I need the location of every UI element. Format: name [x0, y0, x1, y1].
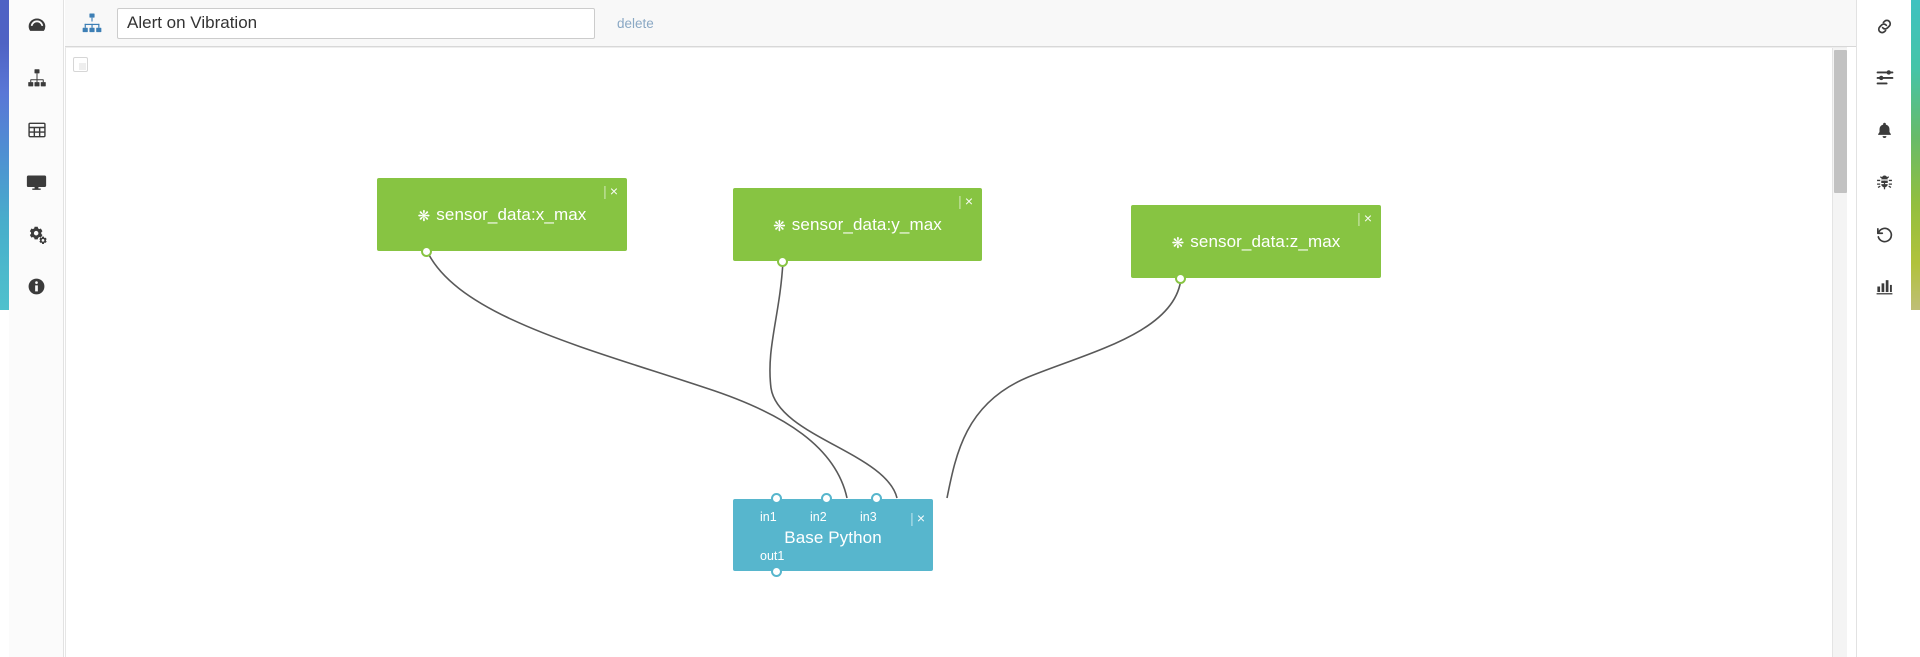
connection-links-layer [426, 250, 1182, 499]
link-x-to-in1 [426, 250, 848, 499]
output-port[interactable] [777, 256, 788, 267]
flow-title-input[interactable] [117, 7, 595, 39]
right-accent-strip [1911, 0, 1920, 310]
input-port-in1[interactable] [771, 493, 782, 504]
panel-item-connections[interactable] [1857, 0, 1912, 52]
node-title: ❋sensor_data:x_max [417, 205, 587, 225]
asterisk-icon: ❋ [1171, 235, 1185, 252]
asterisk-icon: ❋ [773, 218, 786, 235]
close-icon[interactable]: |× [910, 510, 926, 526]
output-port[interactable] [1175, 273, 1186, 284]
input-label-in2: in2 [810, 510, 827, 524]
monitor-icon [26, 172, 47, 193]
gears-icon [26, 224, 47, 245]
resize-handle[interactable] [73, 57, 88, 72]
left-accent-strip [0, 0, 9, 310]
sitemap-icon [27, 68, 47, 88]
link-z-to-in3 [946, 277, 1182, 499]
node-title: ❋sensor_data:z_max [1171, 232, 1341, 252]
flow-toolbar: delete [65, 0, 1911, 47]
flow-node-sensor-z[interactable]: |× ❋sensor_data:z_max [1131, 205, 1381, 284]
panel-item-alerts[interactable] [1857, 104, 1912, 156]
left-sidebar [9, 0, 64, 657]
flow-canvas-wrapper: |× ❋sensor_data:x_max |× ❋sensor_data:y_… [65, 47, 1911, 657]
panel-item-properties[interactable] [1857, 52, 1912, 104]
bell-icon [1875, 121, 1894, 140]
sidebar-item-flows[interactable] [9, 52, 64, 104]
canvas-scrollbar-thumb[interactable] [1834, 50, 1847, 193]
sitemap-icon [77, 8, 107, 38]
close-divider: | [603, 183, 608, 199]
close-divider: | [910, 510, 915, 526]
close-divider: | [958, 193, 963, 209]
history-icon [1875, 225, 1894, 244]
node-title: Base Python [784, 528, 882, 547]
flow-node-sensor-y[interactable]: |× ❋sensor_data:y_max [733, 188, 982, 267]
sidebar-item-tables[interactable] [9, 104, 64, 156]
info-circle-icon [27, 277, 46, 296]
link-icon [1875, 17, 1894, 36]
bug-icon [1875, 173, 1894, 192]
node-title: ❋sensor_data:y_max [773, 215, 942, 235]
flow-node-base-python[interactable]: |× in1 in2 in3 Base Python out1 [733, 493, 933, 577]
sidebar-item-devices[interactable] [9, 156, 64, 208]
link-y-to-in2 [769, 260, 898, 499]
sidebar-item-settings[interactable] [9, 208, 64, 260]
close-icon[interactable]: |× [1357, 210, 1373, 226]
flow-canvas[interactable]: |× ❋sensor_data:x_max |× ❋sensor_data:y_… [65, 47, 1847, 657]
output-label-out1: out1 [760, 549, 785, 563]
dashboard-icon [27, 16, 47, 36]
close-icon[interactable]: |× [603, 183, 619, 199]
panel-item-analytics[interactable] [1857, 260, 1912, 312]
output-port[interactable] [421, 246, 432, 257]
sliders-icon [1875, 68, 1895, 88]
panel-item-history[interactable] [1857, 208, 1912, 260]
sidebar-item-info[interactable] [9, 260, 64, 312]
bar-chart-icon [1875, 277, 1894, 296]
canvas-vertical-scrollbar[interactable] [1832, 48, 1847, 657]
close-icon[interactable]: |× [958, 193, 974, 209]
sidebar-item-dashboard[interactable] [9, 0, 64, 52]
close-divider: | [1357, 210, 1362, 226]
panel-item-debug[interactable] [1857, 156, 1912, 208]
flow-node-sensor-x[interactable]: |× ❋sensor_data:x_max [377, 178, 627, 257]
input-port-in2[interactable] [821, 493, 832, 504]
delete-flow-link[interactable]: delete [617, 15, 654, 31]
asterisk-icon: ❋ [417, 208, 431, 225]
input-label-in3: in3 [860, 510, 877, 524]
right-sidebar [1856, 0, 1911, 657]
input-label-in1: in1 [760, 510, 777, 524]
table-icon [27, 120, 47, 140]
input-port-in3[interactable] [871, 493, 882, 504]
output-port-out1[interactable] [771, 566, 782, 577]
